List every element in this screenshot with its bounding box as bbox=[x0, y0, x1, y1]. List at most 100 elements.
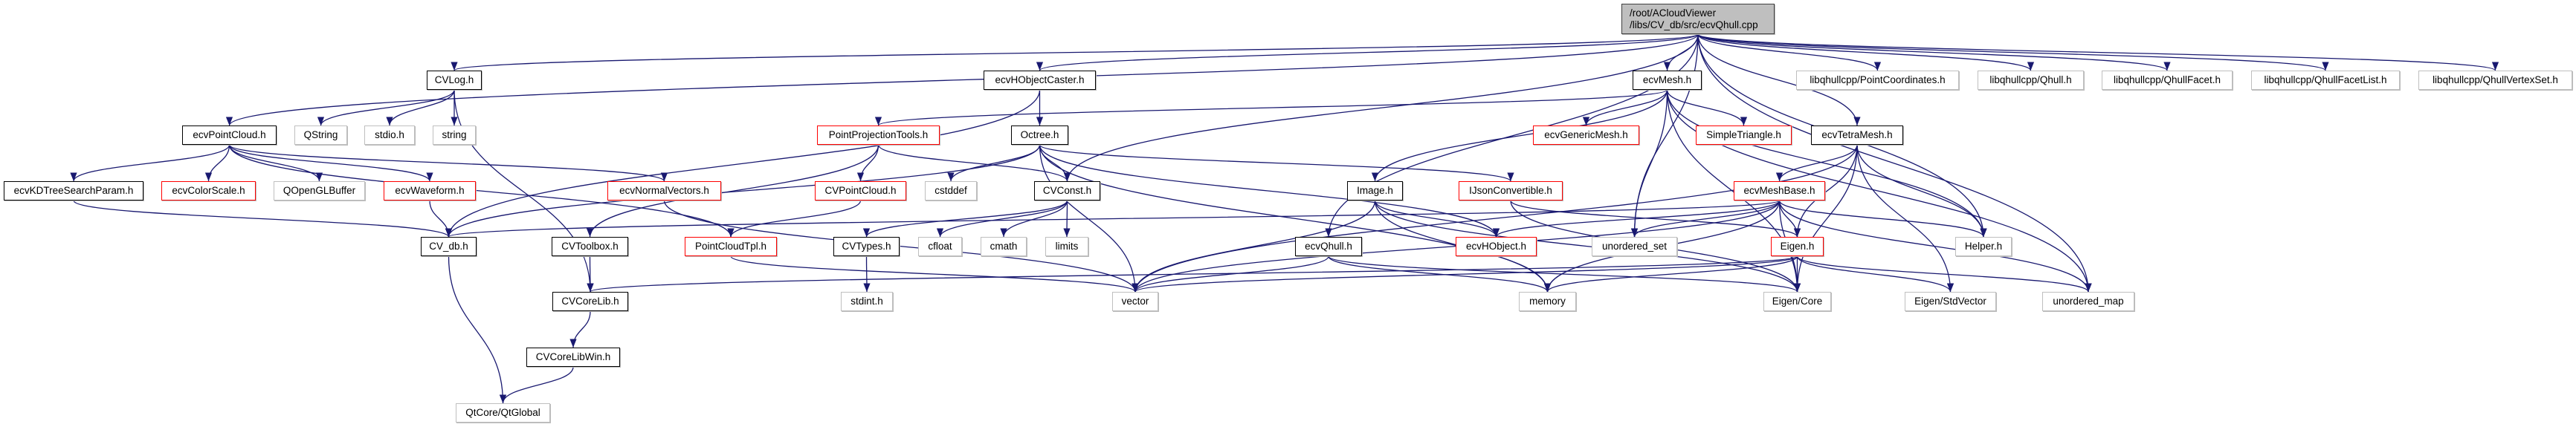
edge-ecvmeshbase-to-unordered_map bbox=[1778, 200, 2092, 293]
edge-cvconst-to-cmath bbox=[1000, 200, 1068, 238]
edge-root-to-unordered_map bbox=[1697, 33, 2092, 293]
node-ecvkdtreesearchparam[interactable]: ecvKDTreeSearchParam.h bbox=[4, 181, 143, 201]
edge-cvconst-to-cfloat bbox=[936, 200, 1068, 238]
node-cvcorelibwin[interactable]: CVCoreLibWin.h bbox=[526, 348, 620, 367]
node-label: libqhullcpp/QhullVertexSet.h bbox=[2433, 74, 2558, 85]
edge-root-to-cvlog bbox=[451, 33, 1699, 71]
edge-root-to-ecvtetramesh bbox=[1697, 33, 1861, 126]
node-label-line: /libs/CV_db/src/ecvQhull.cpp bbox=[1630, 19, 1758, 30]
edge-octree-to-ijsonconvertible bbox=[1039, 144, 1514, 182]
node-label: Eigen/StdVector bbox=[1914, 296, 1986, 307]
node-qtglobal[interactable]: QtCore/QtGlobal bbox=[456, 403, 550, 423]
node-label: ecvHObjectCaster.h bbox=[995, 74, 1085, 85]
node-cvcorelib[interactable]: CVCoreLib.h bbox=[552, 292, 628, 311]
node-ecvcolorscale[interactable]: ecvColorScale.h bbox=[161, 181, 256, 201]
node-helper[interactable]: Helper.h bbox=[1955, 237, 2012, 256]
edge-ecvqhull-to-eigencore bbox=[1328, 255, 1801, 293]
node-label: ecvMesh.h bbox=[1642, 74, 1692, 85]
node-unordered-map[interactable]: unordered_map bbox=[2042, 292, 2134, 311]
node-unordered-set[interactable]: unordered_set bbox=[1592, 237, 1677, 256]
node-stdint[interactable]: stdint.h bbox=[841, 292, 893, 311]
edge-ecvtetramesh-to-vector bbox=[1132, 144, 1858, 293]
node-label: Octree.h bbox=[1020, 129, 1059, 140]
node-qstring[interactable]: QString bbox=[294, 126, 347, 145]
edge-image-to-eigencore bbox=[1374, 200, 1801, 293]
node-label: ecvQhull.h bbox=[1305, 241, 1352, 252]
node-ijsonconvertible[interactable]: IJsonConvertible.h bbox=[1459, 181, 1563, 201]
node-label: CVCoreLibWin.h bbox=[535, 351, 611, 362]
node-label: ecvMeshBase.h bbox=[1743, 185, 1815, 196]
edge-cvtypes-to-stdint bbox=[863, 255, 871, 293]
node-cv-db[interactable]: CV_db.h bbox=[421, 237, 477, 256]
edge-cv_db-to-qtglobal bbox=[448, 255, 507, 404]
node-label: unordered_map bbox=[2053, 296, 2124, 307]
node-label: CVCoreLib.h bbox=[561, 296, 619, 307]
edge-ecvhobjectcaster-to-cv_db bbox=[445, 89, 1041, 238]
node-cvconst[interactable]: CVConst.h bbox=[1034, 181, 1100, 201]
node-pointcloudtpl[interactable]: PointCloudTpl.h bbox=[685, 237, 777, 256]
edge-root-to-unordered_set bbox=[1630, 33, 1699, 238]
edge-eigen-to-eigenstdvector bbox=[1796, 255, 1954, 293]
node-label: ecvGenericMesh.h bbox=[1544, 129, 1628, 140]
node-label: libqhullcpp/QhullFacet.h bbox=[2113, 74, 2221, 85]
node-label: cmath bbox=[990, 241, 1018, 252]
node-limits[interactable]: limits bbox=[1045, 237, 1088, 256]
node-ecvmesh[interactable]: ecvMesh.h bbox=[1633, 71, 1702, 90]
edge-root-to-qhullfacetlist bbox=[1697, 33, 2329, 71]
node-ecvhobjectcaster[interactable]: ecvHObjectCaster.h bbox=[984, 71, 1096, 90]
node-label: ecvColorScale.h bbox=[172, 185, 245, 196]
node-pointcoordinates[interactable]: libqhullcpp/PointCoordinates.h bbox=[1796, 71, 1959, 90]
node-label: PointCloudTpl.h bbox=[694, 241, 767, 252]
node-stdio[interactable]: stdio.h bbox=[364, 126, 415, 145]
node-label: ecvPointCloud.h bbox=[193, 129, 266, 140]
edge-ecvmeshbase-to-helper bbox=[1778, 200, 1987, 238]
node-cvtoolbox[interactable]: CVToolbox.h bbox=[552, 237, 628, 256]
node-qhullfacetlist[interactable]: libqhullcpp/QhullFacetList.h bbox=[2251, 71, 2400, 90]
node-simpletriangle[interactable]: SimpleTriangle.h bbox=[1696, 126, 1792, 145]
node-qopenglbuffer[interactable]: QOpenGLBuffer bbox=[274, 181, 365, 201]
edge-cvcorelibwin-to-qtglobal bbox=[499, 366, 574, 404]
node-cvlog[interactable]: CVLog.h bbox=[427, 71, 482, 90]
node-eigencore[interactable]: Eigen/Core bbox=[1763, 292, 1831, 311]
edge-cvconst-to-limits bbox=[1063, 200, 1071, 238]
node-ecvhobject[interactable]: ecvHObject.h bbox=[1456, 237, 1537, 256]
node-string[interactable]: string bbox=[433, 126, 476, 145]
node-cstddef[interactable]: cstddef bbox=[925, 181, 977, 201]
node-qhull[interactable]: libqhullcpp/Qhull.h bbox=[1978, 71, 2084, 90]
node-ecvqhull[interactable]: ecvQhull.h bbox=[1295, 237, 1362, 256]
edge-ecvnormalvectors-to-vector bbox=[663, 200, 1139, 293]
node-qhullfacet[interactable]: libqhullcpp/QhullFacet.h bbox=[2102, 71, 2233, 90]
edge-ecvtetramesh-to-helper bbox=[1856, 144, 1987, 238]
node-qhullvertexset[interactable]: libqhullcpp/QhullVertexSet.h bbox=[2418, 71, 2572, 90]
edge-cvpointcloud-to-pointcloudtpl bbox=[727, 200, 862, 238]
node-memory[interactable]: memory bbox=[1519, 292, 1576, 311]
node-label: Image.h bbox=[1357, 185, 1393, 196]
node-octree[interactable]: Octree.h bbox=[1011, 126, 1068, 145]
node-pointprojectiontools[interactable]: PointProjectionTools.h bbox=[817, 126, 940, 145]
node-vector[interactable]: vector bbox=[1112, 292, 1158, 311]
node-cvpointcloud[interactable]: CVPointCloud.h bbox=[815, 181, 906, 201]
node-eigenstdvector[interactable]: Eigen/StdVector bbox=[1905, 292, 1996, 311]
node-ecvpointcloud[interactable]: ecvPointCloud.h bbox=[182, 126, 277, 145]
node-label: CVPointCloud.h bbox=[824, 185, 897, 196]
node-label: CV_db.h bbox=[429, 241, 468, 252]
edge-root-to-ecvpointcloud bbox=[226, 33, 1699, 126]
node-cvtypes[interactable]: CVTypes.h bbox=[833, 237, 900, 256]
edge-ecvpointcloud-to-ecvwaveform bbox=[228, 144, 433, 182]
node-cmath[interactable]: cmath bbox=[981, 237, 1027, 256]
node-ecvmeshbase[interactable]: ecvMeshBase.h bbox=[1734, 181, 1825, 201]
node-image[interactable]: Image.h bbox=[1347, 181, 1403, 201]
node-ecvnormalvectors[interactable]: ecvNormalVectors.h bbox=[607, 181, 721, 201]
node-ecvtetramesh[interactable]: ecvTetraMesh.h bbox=[1811, 126, 1903, 145]
node-label: PointProjectionTools.h bbox=[828, 129, 929, 140]
node-eigen[interactable]: Eigen.h bbox=[1771, 237, 1824, 256]
node-cfloat[interactable]: cfloat bbox=[918, 237, 962, 256]
edge-cvcorelib-to-cvcorelibwin bbox=[569, 310, 591, 348]
node-root[interactable]: /root/ACloudViewer/libs/CV_db/src/ecvQhu… bbox=[1621, 4, 1775, 34]
node-ecvwaveform[interactable]: ecvWaveform.h bbox=[384, 181, 476, 201]
edge-ecvtetramesh-to-eigenstdvector bbox=[1856, 144, 1954, 293]
edge-octree-to-cvconst bbox=[1039, 144, 1071, 182]
node-ecvgenericmesh[interactable]: ecvGenericMesh.h bbox=[1533, 126, 1639, 145]
edge-image-to-ecvhobject bbox=[1374, 200, 1500, 238]
